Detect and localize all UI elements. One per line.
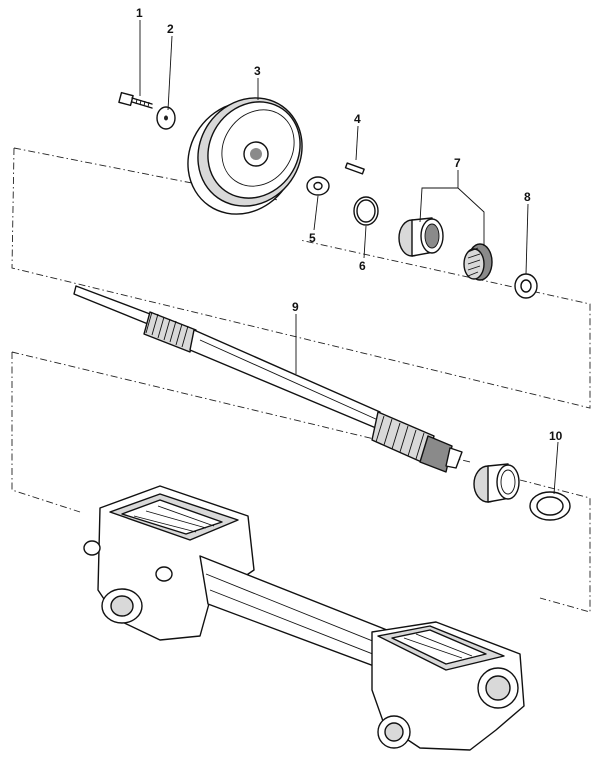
callout-8: 8 (524, 190, 531, 204)
bolt-part-1 (118, 91, 153, 109)
callout-1: 1 (136, 6, 143, 20)
worm-shaft-part-9 (73, 285, 463, 473)
upper-assembly-outline (11, 147, 591, 409)
callout-2: 2 (167, 22, 174, 36)
callout-7: 7 (454, 156, 461, 170)
callout-5: 5 (309, 231, 316, 245)
leader-lines (139, 20, 559, 495)
washer-part-2 (156, 106, 176, 130)
bearing-cup-part-10 (473, 463, 571, 521)
bearing-part-7 (398, 217, 493, 281)
callout-10: 10 (549, 429, 563, 443)
callout-4: 4 (354, 112, 361, 126)
washer-part-8 (514, 273, 538, 299)
transmission-housing (83, 485, 525, 751)
washer-part-5 (306, 176, 330, 196)
key-part-4 (344, 162, 365, 175)
callout-3: 3 (254, 64, 261, 78)
callout-6: 6 (359, 259, 366, 273)
pulley-part-3 (187, 97, 303, 215)
snap-ring-part-6 (353, 196, 379, 226)
callout-9: 9 (292, 300, 299, 314)
